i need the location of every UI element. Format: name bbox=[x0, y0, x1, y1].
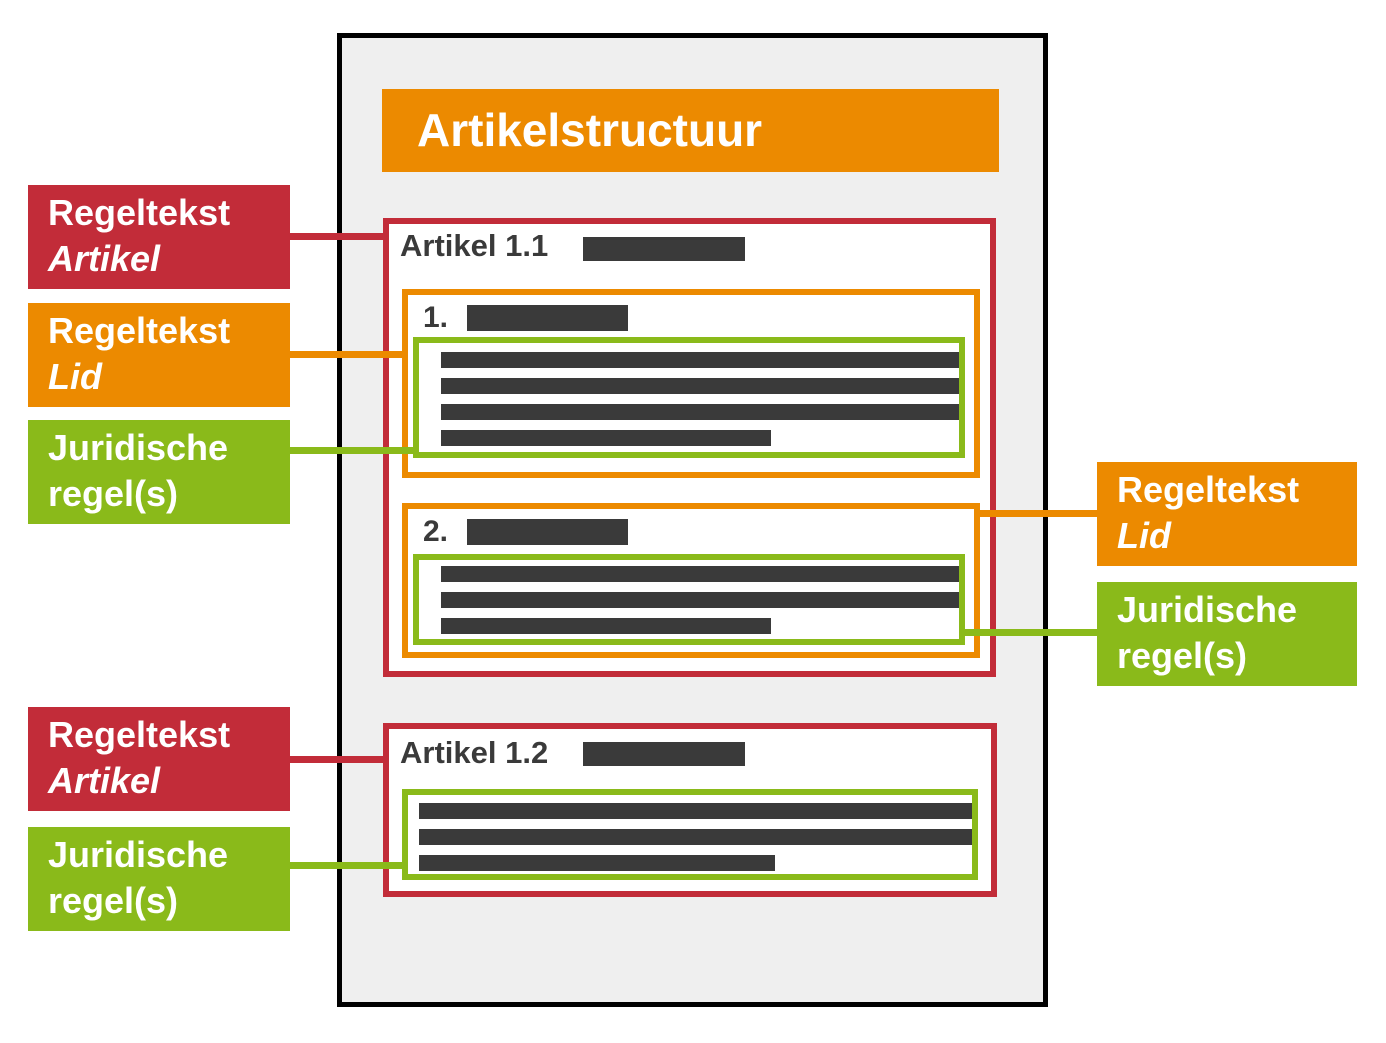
label-line-2: regel(s) bbox=[48, 473, 179, 514]
redacted-text-line bbox=[441, 404, 959, 420]
label-regeltekst-lid-right: Regeltekst Lid bbox=[1097, 462, 1357, 566]
redacted-text-line bbox=[441, 352, 959, 368]
connector-juridische-regels-2 bbox=[290, 862, 406, 869]
label-line-1: Regeltekst bbox=[1117, 469, 1300, 510]
title-bar: Artikelstructuur bbox=[382, 89, 999, 172]
redacted-text-line bbox=[441, 430, 771, 446]
label-juridische-regels-right: Juridische regel(s) bbox=[1097, 582, 1357, 686]
page-title: Artikelstructuur bbox=[417, 104, 763, 156]
juridische-regels-box-artikel-1-2 bbox=[402, 789, 978, 880]
lid-2-number: 2. bbox=[423, 515, 449, 548]
redacted-bar-lid-2 bbox=[467, 519, 628, 545]
label-regeltekst-artikel-1: Regeltekst Artikel bbox=[28, 185, 290, 289]
connector-regeltekst-artikel-2 bbox=[290, 756, 386, 763]
label-line-2: Lid bbox=[1117, 515, 1171, 556]
redacted-text-block bbox=[408, 795, 972, 874]
redacted-bar-artikel-1-2 bbox=[583, 742, 745, 766]
label-juridische-regels-1: Juridische regel(s) bbox=[28, 420, 290, 524]
label-line-1: Juridische bbox=[1117, 589, 1298, 630]
label-line-2: Lid bbox=[48, 356, 102, 397]
label-line-2: regel(s) bbox=[1117, 635, 1248, 676]
label-line-1: Regeltekst bbox=[48, 310, 231, 351]
juridische-regels-box-lid-2 bbox=[413, 554, 965, 645]
redacted-bar-artikel-1-1 bbox=[583, 237, 745, 261]
redacted-text-line bbox=[441, 378, 959, 394]
label-line-2: Artikel bbox=[48, 760, 161, 801]
artikel-1-2-heading: Artikel 1.2 bbox=[400, 735, 549, 770]
redacted-text-line bbox=[419, 829, 972, 845]
label-line-1: Regeltekst bbox=[48, 714, 231, 755]
connector-juridische-regels-right bbox=[961, 629, 1097, 636]
label-regeltekst-lid-left: Regeltekst Lid bbox=[28, 303, 290, 407]
label-line-1: Regeltekst bbox=[48, 192, 231, 233]
connector-juridische-regels-1 bbox=[290, 447, 417, 454]
artikel-1-1-heading: Artikel 1.1 bbox=[400, 228, 549, 263]
label-line-1: Juridische bbox=[48, 834, 229, 875]
lid-1-number: 1. bbox=[423, 301, 449, 334]
redacted-text-line bbox=[441, 618, 771, 634]
connector-regeltekst-lid-left bbox=[290, 351, 406, 358]
connector-regeltekst-lid-right bbox=[976, 510, 1097, 517]
label-line-2: regel(s) bbox=[48, 880, 179, 921]
redacted-text-block bbox=[419, 560, 959, 639]
redacted-bar-lid-1 bbox=[467, 305, 628, 331]
redacted-text-block bbox=[419, 343, 959, 452]
juridische-regels-box-lid-1 bbox=[413, 337, 965, 458]
redacted-text-line bbox=[441, 592, 959, 608]
redacted-text-line bbox=[441, 566, 959, 582]
redacted-text-line bbox=[419, 855, 775, 871]
label-line-2: Artikel bbox=[48, 238, 161, 279]
label-juridische-regels-2: Juridische regel(s) bbox=[28, 827, 290, 931]
label-regeltekst-artikel-2: Regeltekst Artikel bbox=[28, 707, 290, 811]
label-line-1: Juridische bbox=[48, 427, 229, 468]
connector-regeltekst-artikel-1 bbox=[290, 233, 386, 240]
redacted-text-line bbox=[419, 803, 972, 819]
